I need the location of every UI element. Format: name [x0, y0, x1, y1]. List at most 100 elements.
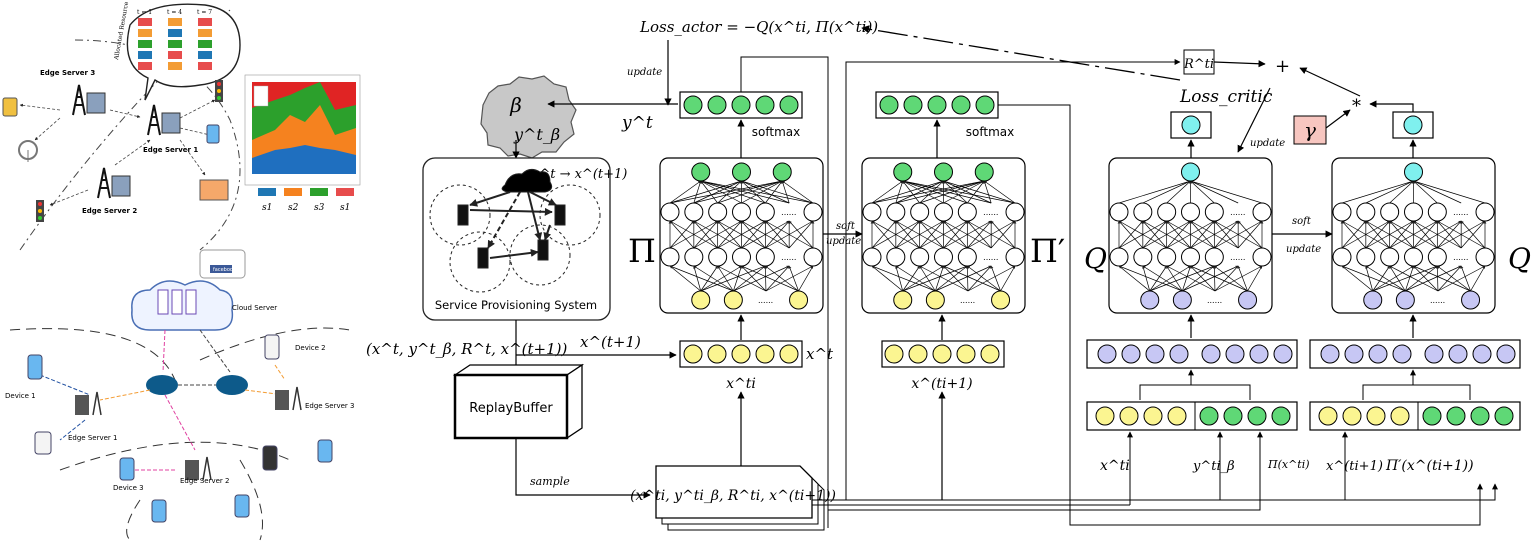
- soft-update-label-1: update: [826, 236, 861, 247]
- ellipsis: ......: [983, 253, 998, 262]
- pi-label: Π: [628, 232, 656, 270]
- edge-server-3-label-b: Edge Server 3: [305, 402, 354, 410]
- output-neuron: [951, 95, 971, 115]
- input-neuron: [755, 344, 775, 364]
- hidden-neuron: [910, 202, 930, 222]
- tower-icon: [275, 386, 302, 411]
- cloud-network: Cloud Server facebook Device 1 Edge Serv…: [5, 249, 354, 541]
- input-neuron: [691, 290, 711, 310]
- input-neuron: [980, 344, 1000, 364]
- legend-s4: s1: [340, 203, 350, 213]
- softmax-label-2: softmax: [966, 125, 1014, 139]
- critic-input-label-5: Π′(x^(ti+1)): [1385, 458, 1474, 474]
- y-t-label: y^t: [621, 113, 653, 133]
- chart-legend: s1 s2 s3 s1: [258, 188, 354, 213]
- hidden-neuron: [1427, 202, 1447, 222]
- input-neuron: [1368, 344, 1388, 364]
- phone-icon: [27, 354, 43, 380]
- resource-blocks: [138, 18, 212, 70]
- hidden-neuron: [708, 247, 728, 267]
- ellipsis: ......: [781, 208, 796, 217]
- actor-output-nodes: [683, 95, 799, 115]
- input-neuron: [731, 344, 751, 364]
- input-neuron: [1392, 344, 1412, 364]
- hidden-neuron: [1005, 202, 1025, 222]
- edge-server-1-label-b: Edge Server 1: [68, 434, 117, 442]
- allocation-area-chart: s1 s2 s3 s1: [244, 74, 361, 213]
- input-neuron: [723, 290, 743, 310]
- hidden-neuron: [660, 247, 680, 267]
- x-ti-next-label: x^(ti+1): [911, 376, 972, 392]
- hidden-neuron: [732, 247, 751, 267]
- input-neuron: [1390, 406, 1410, 426]
- target-critic-merged-nodes: [1320, 344, 1516, 364]
- tower-icon: [72, 84, 106, 116]
- output-neuron: [903, 95, 923, 115]
- hidden-neuron: [1332, 247, 1352, 267]
- input-neuron: [1273, 344, 1293, 364]
- target-critic-output-node: [1403, 115, 1423, 135]
- input-neuron: [1366, 406, 1386, 426]
- critic-input-nodes: [1095, 406, 1291, 426]
- input-neuron: [1395, 290, 1415, 310]
- tower-icon: [185, 456, 212, 481]
- replay-buffer-label: ReplayBuffer: [469, 401, 553, 416]
- input-neuron: [1249, 344, 1269, 364]
- phone-icon: [151, 499, 167, 523]
- hidden-neuron: [1133, 202, 1153, 222]
- ellipsis: ......: [1230, 208, 1245, 217]
- service-network-sketch: [429, 168, 601, 293]
- edge-server-2-label: Edge Server 2: [82, 207, 137, 215]
- target-actor-output-nodes: [879, 95, 995, 115]
- output-neuron: [772, 162, 792, 182]
- t4-label: t = 4: [167, 9, 182, 16]
- hidden-neuron: [957, 247, 977, 267]
- device-3-label: Device 3: [113, 484, 144, 492]
- input-neuron: [908, 344, 928, 364]
- hidden-neuron: [886, 202, 906, 222]
- hidden-neuron: [1380, 247, 1400, 267]
- pi-prime-label: Π′: [1030, 232, 1065, 270]
- soft-label-2: soft: [1292, 216, 1312, 227]
- legend-s1: s1: [262, 203, 272, 213]
- hidden-neuron: [755, 202, 775, 222]
- hidden-neuron: [1005, 247, 1025, 267]
- ellipsis: ......: [1453, 208, 1468, 217]
- traffic-light-icon: [36, 200, 44, 222]
- plus-symbol: +: [1275, 56, 1290, 77]
- input-neuron: [1097, 344, 1117, 364]
- soft-update-label-2: update: [1286, 244, 1321, 255]
- hidden-neuron: [1404, 202, 1423, 222]
- hidden-neuron: [1204, 247, 1224, 267]
- output-neuron: [691, 162, 711, 182]
- actor-update-label: update: [627, 67, 662, 78]
- hidden-neuron: [957, 202, 977, 222]
- input-neuron: [1169, 344, 1189, 364]
- critic-input-label-4: x^(ti+1): [1326, 459, 1383, 474]
- input-neuron: [1140, 290, 1160, 310]
- q-label-2: Q: [1508, 242, 1531, 275]
- critic-input-label-3: Π(x^ti): [1267, 458, 1310, 471]
- input-neuron: [1167, 406, 1187, 426]
- input-neuron: [1201, 344, 1221, 364]
- input-neuron: [1422, 406, 1442, 426]
- sample-tuple-label: (x^ti, y^ti_β, R^ti, x^(ti+1)): [630, 488, 836, 504]
- phone-icon: [262, 445, 278, 471]
- device-2-label: Device 2: [295, 344, 326, 352]
- hidden-neuron: [1109, 202, 1129, 222]
- input-neuron: [1119, 406, 1139, 426]
- legend-s2: s2: [288, 203, 299, 213]
- tower-icon: [75, 391, 102, 416]
- tower-icon: [97, 167, 131, 199]
- y-beta-label: y^t_β: [513, 125, 560, 144]
- output-neuron: [779, 95, 799, 115]
- ellipsis: ......: [758, 296, 773, 305]
- input-neuron: [1199, 406, 1219, 426]
- hidden-neuron: [1181, 247, 1200, 267]
- tower-icon: [147, 104, 181, 136]
- t7-label: t = 7: [197, 9, 212, 16]
- input-neuron: [1318, 406, 1338, 426]
- input-neuron: [1223, 406, 1243, 426]
- ellipsis: ......: [781, 253, 796, 262]
